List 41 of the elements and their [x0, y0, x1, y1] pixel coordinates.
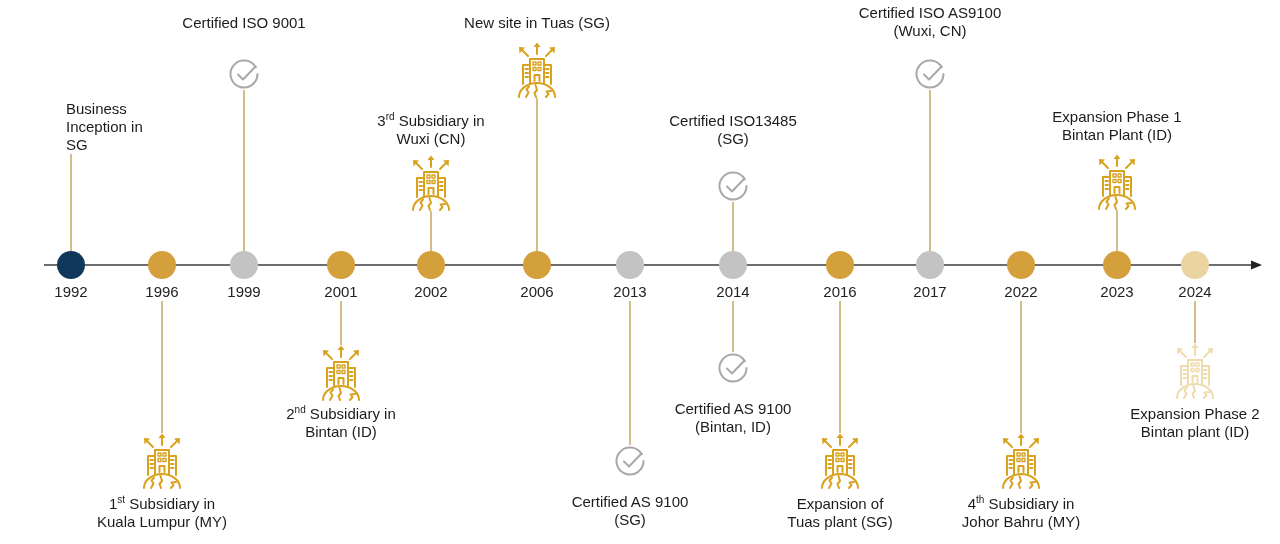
year-label: 1992 — [54, 283, 88, 301]
milestone-text: Expansion of Tuas plant (SG) — [786, 495, 894, 531]
leader-line — [629, 300, 631, 446]
year-label: 2016 — [823, 283, 857, 301]
year-label: 2014 — [716, 283, 750, 301]
year-label: 2001 — [324, 283, 358, 301]
milestone-text: Certified ISO AS9100 (Wuxi, CN) — [857, 4, 1003, 40]
milestone-text: 1$^{st}$ Subsidiary in Kuala Lumpur (MY) — [95, 495, 229, 531]
milestone-text: Expansion Phase 2 Bintan plant (ID) — [1129, 405, 1261, 441]
year-label: 2006 — [520, 283, 554, 301]
year-label: 2002 — [414, 283, 448, 301]
milestone-text: Certified AS 9100 (SG) — [570, 493, 690, 529]
year-label: 2013 — [613, 283, 647, 301]
milestone-text: Business Inception in SG — [66, 100, 144, 154]
leader-line — [430, 210, 432, 252]
leader-line — [1020, 300, 1022, 434]
year-label: 1999 — [227, 283, 261, 301]
milestone-text: Certified ISO13485 (SG) — [668, 112, 798, 148]
leader-line — [732, 201, 734, 252]
leader-line — [340, 300, 342, 346]
year-label: 1996 — [145, 283, 179, 301]
year-label: 2017 — [913, 283, 947, 301]
leader-line — [839, 300, 841, 434]
milestone-text: 2$^{nd}$ Subsidiary in Bintan (ID) — [285, 405, 397, 441]
leader-line — [243, 89, 245, 252]
milestone-text: 3$^{rd}$ Subsidiary in Wuxi (CN) — [376, 112, 486, 148]
leader-line — [536, 97, 538, 252]
year-label: 2023 — [1100, 283, 1134, 301]
milestone-text: Expansion Phase 1 Bintan Plant (ID) — [1051, 108, 1183, 144]
milestone-text: Certified AS 9100 (Bintan, ID) — [673, 400, 793, 436]
milestone-text: New site in Tuas (SG) — [464, 14, 610, 32]
leader-line — [1194, 300, 1196, 344]
year-label: 2022 — [1004, 283, 1038, 301]
year-label: 2024 — [1178, 283, 1212, 301]
leader-line — [732, 300, 734, 353]
milestone-text: 4$^{th}$ Subsidiary in Johor Bahru (MY) — [960, 495, 1082, 531]
milestone-text: Certified ISO 9001 — [182, 14, 306, 32]
leader-line — [929, 89, 931, 252]
leader-line — [1116, 209, 1118, 252]
leader-line — [161, 300, 163, 434]
leader-line — [70, 153, 72, 252]
